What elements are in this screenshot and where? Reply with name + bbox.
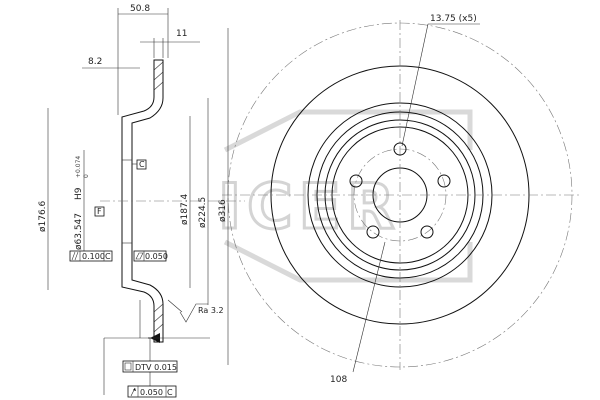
dtv-tolerance: DTV 0.015 [103, 337, 210, 395]
bolt-hole [393, 142, 407, 156]
bolt-hole-dim: 13.75 (x5) [430, 14, 477, 24]
flatness-tolerance: 0.050 [133, 250, 168, 262]
watermark-logo: ICER [217, 109, 473, 283]
pcd-leader [352, 241, 386, 373]
dia-224-dim: ø224.5 [198, 197, 208, 228]
section-profile [121, 59, 164, 343]
datum-f-label: F [97, 207, 102, 216]
datum-c-box [136, 159, 147, 170]
tol-lower-dim: 0 [83, 174, 90, 178]
flatness-symbol-icon [135, 252, 144, 260]
pcd-dim: 108 [330, 375, 347, 385]
runout-frame [127, 385, 177, 398]
parallel-symbol-icon [71, 251, 79, 261]
parallel-frame [69, 250, 113, 262]
dia-187-dim: ø187.4 [180, 193, 190, 225]
parallel-tolerance: 0.100 C [69, 250, 113, 262]
runout-ref: C [167, 388, 173, 397]
dtv-value: DTV 0.015 [135, 363, 177, 372]
bolt-hole [437, 174, 451, 188]
bolt-hole [366, 225, 380, 239]
bolt-hole [349, 174, 363, 188]
bolt-holes [349, 142, 451, 239]
thickness-dim: 11 [176, 29, 187, 39]
runout-symbol-icon [130, 387, 136, 397]
tol-upper-dim: +0.074 [75, 156, 82, 178]
bolt-hole [420, 225, 434, 239]
fit-class-dim: H9 [74, 187, 84, 200]
parallel-value: 0.100 [82, 252, 105, 261]
dia-316-dim: ø316 [218, 199, 228, 222]
disc-section-view: 50.8 11 8.2 ø176.6 ø63.547 H9 +0.074 0 ø… [38, 4, 245, 395]
roughness-dim: Ra 3.2 [198, 306, 224, 315]
parallel-ref: C [105, 252, 111, 261]
runout-value: 0.050 [140, 388, 163, 397]
thickness-variation-icon [124, 362, 132, 371]
offset-dim: 8.2 [88, 57, 102, 67]
datum-c-label: C [139, 160, 145, 169]
flatness-value: 0.050 [145, 252, 168, 261]
width-dim: 50.8 [130, 4, 150, 14]
runout-tolerance: 0.050 C [127, 385, 177, 398]
surface-roughness-icon [179, 303, 208, 323]
flatness-frame [133, 250, 167, 262]
watermark-text: ICER [218, 170, 401, 243]
dtv-frame [122, 360, 178, 373]
dia-176-dim: ø176.6 [38, 200, 48, 232]
bolt-hole-leader [401, 23, 429, 147]
datum-f-box [94, 206, 105, 217]
dia-63-dim: ø63.547 [74, 213, 84, 250]
section-hatch [153, 61, 164, 333]
